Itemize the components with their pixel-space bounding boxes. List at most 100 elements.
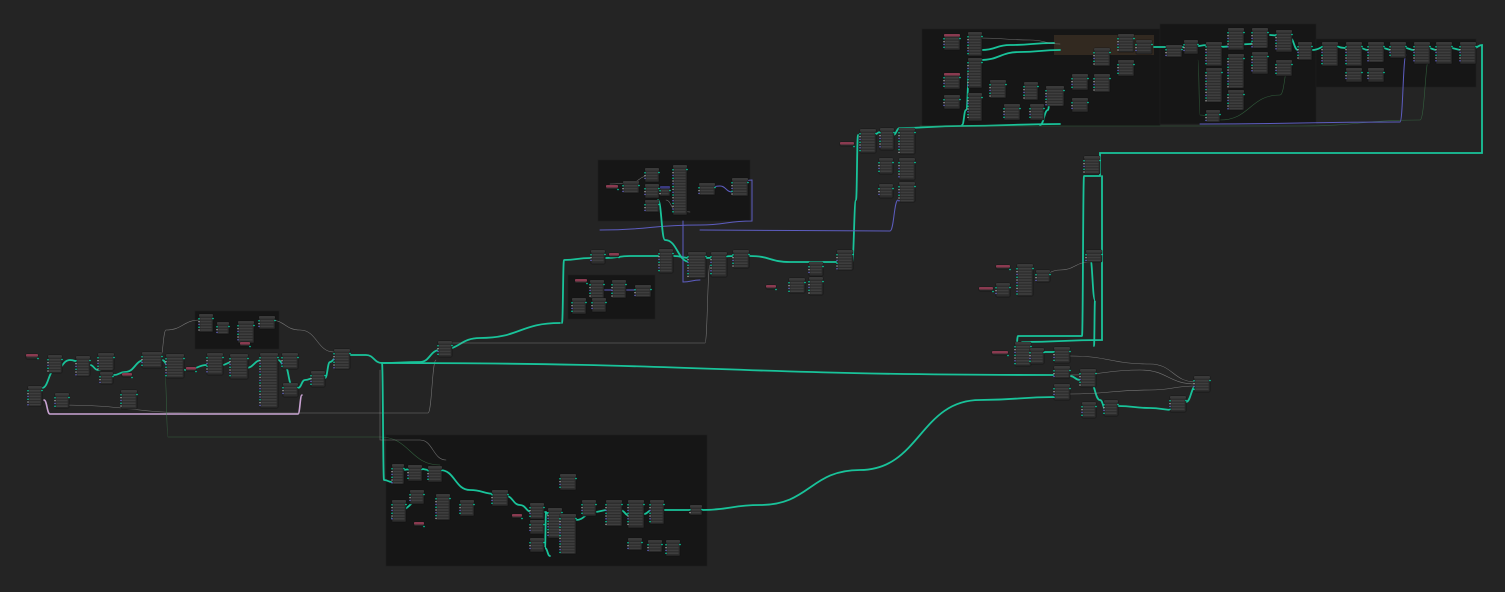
node-input-socket[interactable]	[836, 254, 838, 256]
node-input-socket[interactable]	[943, 43, 945, 46]
node-field[interactable]	[439, 350, 451, 353]
node-field[interactable]	[613, 295, 625, 297]
node-input-socket[interactable]	[627, 542, 629, 544]
node-input-socket[interactable]	[989, 84, 991, 86]
node-field[interactable]	[646, 190, 658, 193]
node-header[interactable]	[1166, 45, 1182, 48]
node-input-socket[interactable]	[644, 174, 646, 177]
node-input-socket[interactable]	[589, 295, 591, 297]
node-header[interactable]	[240, 342, 250, 345]
node-input-socket[interactable]	[878, 164, 880, 167]
node-field[interactable]	[143, 364, 161, 366]
node-input-socket[interactable]	[259, 393, 261, 395]
node-output-socket[interactable]	[543, 506, 545, 509]
node-field[interactable]	[1031, 354, 1043, 357]
node-field[interactable]	[208, 368, 222, 370]
node-104[interactable]	[978, 286, 994, 293]
node-input-socket[interactable]	[1251, 34, 1253, 37]
node-field[interactable]	[613, 284, 625, 286]
node-header[interactable]	[591, 250, 605, 253]
node-input-socket[interactable]	[97, 365, 99, 367]
node-field[interactable]	[1415, 57, 1429, 59]
node-field[interactable]	[1437, 60, 1451, 62]
node-header[interactable]	[733, 250, 749, 253]
node-input-socket[interactable]	[259, 401, 261, 404]
node-input-socket[interactable]	[491, 496, 493, 499]
node-field[interactable]	[167, 369, 183, 371]
node-field[interactable]	[231, 358, 247, 360]
node-field[interactable]	[661, 192, 669, 195]
node-field[interactable]	[969, 70, 981, 72]
node-input-socket[interactable]	[1103, 406, 1105, 409]
node-input-socket[interactable]	[611, 295, 613, 297]
node-output-socket[interactable]	[249, 345, 251, 348]
node-input-socket[interactable]	[120, 396, 122, 399]
node-input-socket[interactable]	[1227, 99, 1229, 102]
node-input-socket[interactable]	[547, 528, 549, 531]
node-input-socket[interactable]	[229, 369, 231, 371]
node-input-socket[interactable]	[435, 506, 437, 508]
node-input-socket[interactable]	[967, 64, 969, 67]
node-input-socket[interactable]	[732, 265, 734, 267]
node-field[interactable]	[77, 362, 89, 365]
node-field[interactable]	[674, 208, 686, 210]
node-field[interactable]	[900, 170, 914, 172]
node-header[interactable]	[1194, 376, 1210, 379]
node-field[interactable]	[1229, 46, 1243, 48]
node-field[interactable]	[1055, 351, 1069, 353]
node-input-socket[interactable]	[281, 359, 283, 362]
node-6[interactable]	[120, 389, 138, 410]
node-input-socket[interactable]	[75, 374, 77, 376]
node-field[interactable]	[1207, 57, 1221, 59]
node-field[interactable]	[1055, 359, 1069, 361]
node-input-socket[interactable]	[1093, 54, 1095, 57]
node-input-socket[interactable]	[229, 372, 231, 374]
node-input-socket[interactable]	[435, 503, 437, 506]
node-66[interactable]	[1003, 103, 1021, 121]
node-link-0[interactable]	[41, 359, 81, 389]
node-field[interactable]	[810, 283, 822, 286]
node-field[interactable]	[261, 399, 277, 401]
node-field[interactable]	[1323, 62, 1337, 65]
node-input-socket[interactable]	[808, 268, 810, 271]
node-field[interactable]	[1095, 54, 1109, 57]
node-field[interactable]	[493, 494, 507, 496]
node-input-socket[interactable]	[409, 494, 411, 496]
node-field[interactable]	[1095, 80, 1109, 83]
node-field[interactable]	[969, 62, 981, 64]
node-output-socket[interactable]	[914, 185, 916, 188]
node-field[interactable]	[969, 64, 981, 67]
node-field[interactable]	[1299, 48, 1311, 51]
node-135[interactable]	[627, 499, 645, 529]
node-input-socket[interactable]	[559, 534, 561, 537]
node-input-socket[interactable]	[1205, 83, 1207, 85]
node-output-socket[interactable]	[914, 131, 916, 134]
node-field[interactable]	[969, 41, 981, 44]
node-140[interactable]	[689, 504, 703, 516]
node-input-socket[interactable]	[647, 544, 649, 546]
node-field[interactable]	[1018, 279, 1032, 281]
node-field[interactable]	[283, 357, 297, 359]
node-input-socket[interactable]	[689, 511, 691, 514]
node-input-socket[interactable]	[547, 512, 549, 514]
node-header[interactable]	[55, 393, 69, 396]
node-header[interactable]	[996, 265, 1010, 268]
node-field[interactable]	[969, 52, 981, 55]
node-input-socket[interactable]	[437, 347, 439, 350]
node-input-socket[interactable]	[581, 506, 583, 509]
node-field[interactable]	[101, 378, 112, 381]
node-output-socket[interactable]	[585, 301, 587, 304]
node-field[interactable]	[1055, 372, 1069, 375]
node-input-socket[interactable]	[1071, 104, 1073, 107]
node-input-socket[interactable]	[1165, 49, 1167, 51]
node-output-socket[interactable]	[959, 98, 961, 101]
node-input-socket[interactable]	[1227, 40, 1229, 42]
node-input-socket[interactable]	[27, 395, 29, 398]
node-22[interactable]	[258, 315, 276, 330]
node-field[interactable]	[1415, 51, 1429, 54]
node-input-socket[interactable]	[97, 368, 99, 370]
node-input-socket[interactable]	[644, 188, 646, 190]
node-input-socket[interactable]	[649, 509, 651, 512]
node-input-socket[interactable]	[54, 405, 56, 407]
node-output-socket[interactable]	[1243, 31, 1245, 34]
